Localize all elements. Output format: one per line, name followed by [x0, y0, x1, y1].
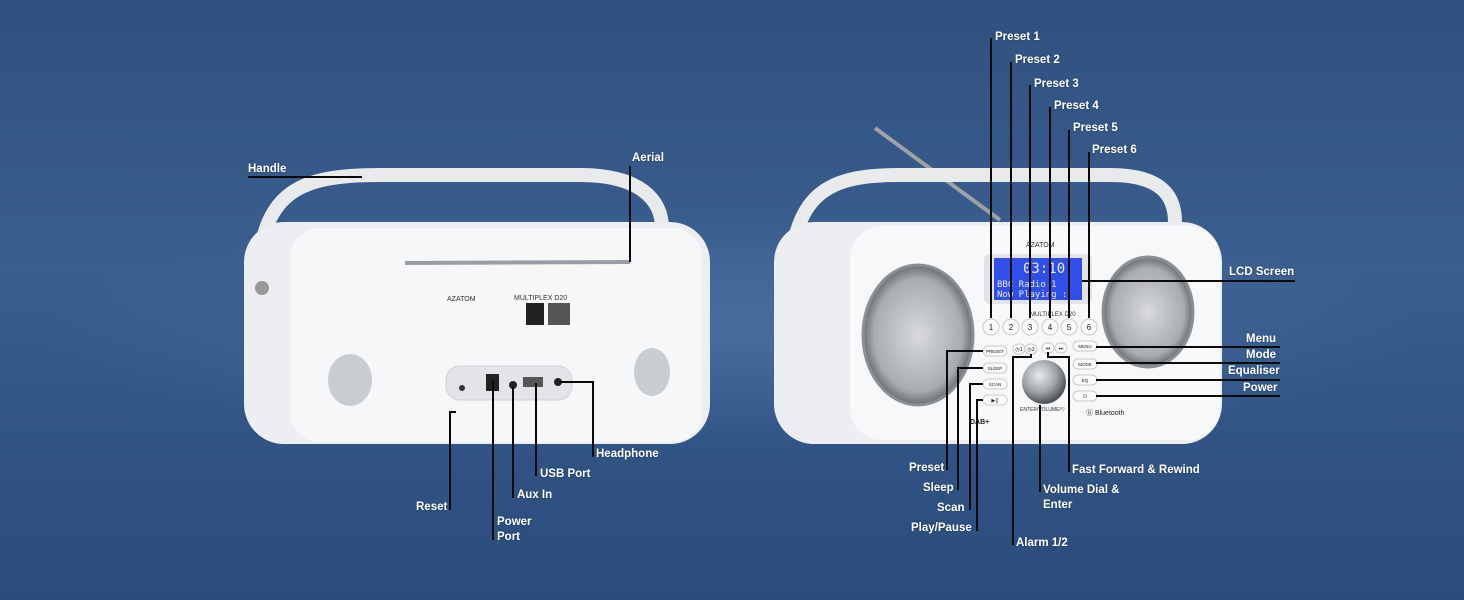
- svg-text:SLEEP: SLEEP: [988, 366, 1003, 371]
- lcd-screen: [994, 258, 1082, 300]
- label-preset-1: Preset 1: [995, 31, 1040, 43]
- leader-line-sleep: [957, 367, 983, 490]
- leader-line-preset: [946, 350, 983, 470]
- front-brand: AZATOM: [1026, 242, 1055, 249]
- preset-button-2[interactable]: 2: [1002, 318, 1020, 336]
- play-pause-button[interactable]: ▶||: [982, 394, 1008, 406]
- preset-button-5[interactable]: 5: [1060, 318, 1078, 336]
- scan-button[interactable]: SCAN: [982, 378, 1008, 390]
- bluetooth-logo: ⓑ Bluetooth: [1086, 409, 1125, 417]
- svg-text:MULTIPLEX D20: MULTIPLEX D20: [1030, 312, 1076, 318]
- label-volume-dial: Volume Dial & Enter: [1043, 484, 1120, 511]
- label-mode: Mode: [1246, 349, 1277, 361]
- svg-text:◷2: ◷2: [1027, 347, 1035, 353]
- label-fast-forward-rewind: Fast Forward & Rewind: [1072, 464, 1200, 476]
- function-buttons: PRESET SLEEP SCAN MENU MODE EQ ▶|| ⏻ ◷1 ◷2 ⏮ ⏭: [982, 340, 1098, 406]
- label-play-pause: Play/Pause: [911, 522, 972, 534]
- svg-text:2: 2: [1009, 323, 1014, 332]
- svg-text:5: 5: [1067, 323, 1072, 332]
- label-aerial: Aerial: [632, 152, 664, 164]
- label-lcd-screen: LCD Screen: [1229, 266, 1295, 278]
- leader-line-scan: [969, 383, 983, 510]
- power-button[interactable]: ⏻: [1072, 390, 1098, 402]
- eq-button[interactable]: EQ: [1072, 374, 1098, 386]
- alarm-2-button[interactable]: ◷2: [1024, 343, 1038, 355]
- lcd-time: 03:10: [1023, 261, 1065, 277]
- preset-button[interactable]: PRESET: [982, 345, 1008, 357]
- back-model: MULTIPLEX D20: [514, 295, 567, 302]
- svg-text:MENU: MENU: [1078, 344, 1091, 349]
- label-aux-in: Aux In: [517, 489, 553, 501]
- preset-buttons: 1 2 3 4 5 6: [982, 318, 1098, 336]
- dab-logo: DAB+: [970, 419, 989, 426]
- preset-button-6[interactable]: 6: [1080, 318, 1098, 336]
- preset-button-1[interactable]: 1: [982, 318, 1000, 336]
- label-reset: Reset: [416, 501, 448, 513]
- label-menu: Menu: [1246, 333, 1277, 345]
- sleep-button[interactable]: SLEEP: [982, 362, 1008, 374]
- label-headphone: Headphone: [596, 448, 659, 460]
- label-usb-port: USB Port: [540, 468, 591, 480]
- alarm-1-button[interactable]: ◷1: [1012, 343, 1026, 355]
- svg-text:1: 1: [989, 323, 994, 332]
- back-brand: AZATOM: [447, 296, 476, 303]
- label-preset-6: Preset 6: [1092, 144, 1137, 156]
- svg-text:PRESET: PRESET: [986, 349, 1004, 354]
- aerial: [404, 260, 631, 265]
- leader-line-headphone: [560, 381, 594, 457]
- svg-text:⏭: ⏭: [1059, 346, 1064, 352]
- right-speaker: [1101, 255, 1195, 369]
- label-preset-3: Preset 3: [1034, 78, 1079, 90]
- rewind-button[interactable]: ⏮: [1041, 342, 1055, 354]
- preset-button-4[interactable]: 4: [1041, 318, 1059, 336]
- lcd-line1: BBC Radio 1: [997, 280, 1057, 290]
- label-alarm: Alarm 1/2: [1016, 537, 1068, 549]
- svg-text:▶||: ▶||: [991, 398, 999, 404]
- label-preset: Preset: [909, 462, 945, 474]
- label-power-port: Power Port: [497, 516, 532, 543]
- leader-line-play-pause: [976, 399, 983, 531]
- label-scan: Scan: [937, 502, 965, 514]
- svg-text:MODE: MODE: [1078, 362, 1092, 367]
- leader-line-reset: [449, 411, 456, 510]
- handle: [251, 168, 669, 289]
- preset-button-3[interactable]: 3: [1021, 318, 1039, 336]
- leader-lines: [248, 38, 1295, 545]
- lcd-line2: Now Playing :: [997, 290, 1067, 300]
- menu-button[interactable]: MENU: [1072, 340, 1098, 352]
- svg-text:ENTER/VOLUME/▽: ENTER/VOLUME/▽: [1020, 407, 1065, 413]
- label-equaliser: Equaliser: [1228, 365, 1280, 377]
- svg-text:⏻: ⏻: [1083, 394, 1087, 400]
- fast-forward-button[interactable]: ⏭: [1054, 342, 1068, 354]
- svg-text:4: 4: [1048, 323, 1053, 332]
- svg-text:⏮: ⏮: [1046, 346, 1051, 352]
- leader-line-alarm: [1012, 354, 1032, 545]
- mode-button[interactable]: MODE: [1072, 358, 1098, 370]
- label-preset-5: Preset 5: [1073, 122, 1118, 134]
- label-power: Power: [1243, 382, 1278, 394]
- svg-text:3: 3: [1028, 323, 1033, 332]
- leader-line-ff-rewind: [1047, 352, 1070, 472]
- svg-text:SCAN: SCAN: [989, 382, 1002, 387]
- label-handle: Handle: [248, 163, 287, 175]
- svg-text:EQ: EQ: [1082, 378, 1089, 383]
- label-preset-4: Preset 4: [1054, 100, 1099, 112]
- svg-text:6: 6: [1087, 323, 1092, 332]
- label-sleep: Sleep: [923, 482, 954, 494]
- svg-text:◷1: ◷1: [1015, 347, 1023, 353]
- volume-dial[interactable]: [1022, 360, 1066, 404]
- label-preset-2: Preset 2: [1015, 54, 1060, 66]
- left-speaker: [861, 263, 975, 407]
